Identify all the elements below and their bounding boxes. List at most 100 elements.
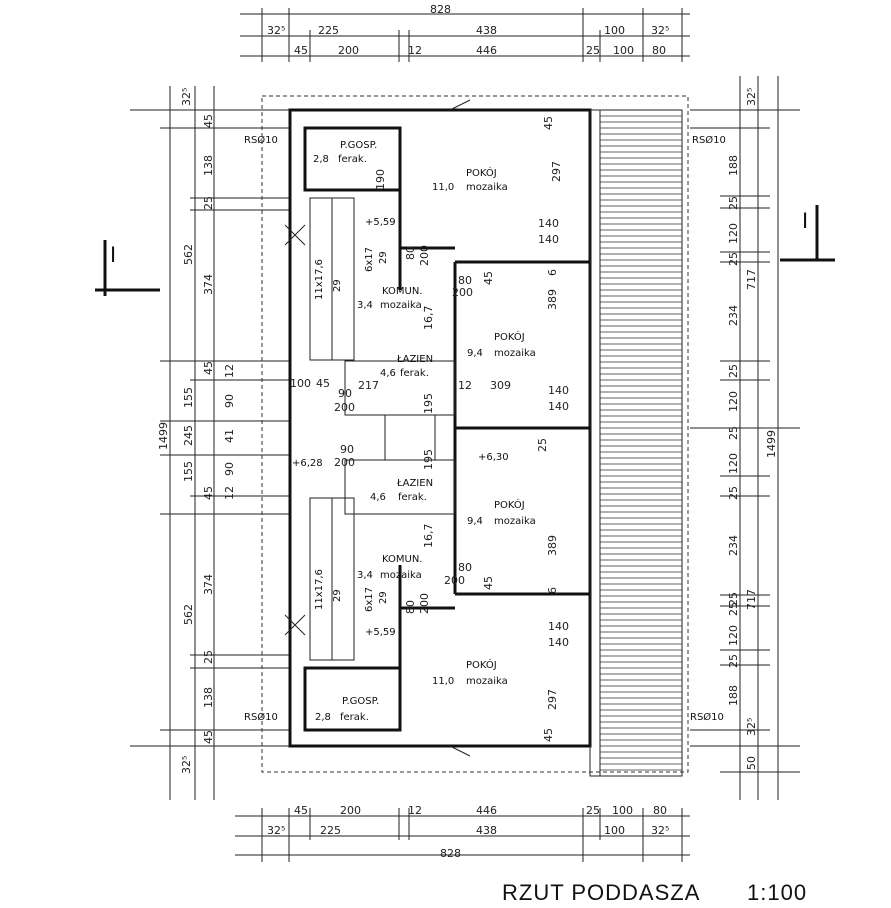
room-name: P.GOSP.	[342, 696, 379, 707]
room-name: ŁAZIEN	[396, 354, 433, 365]
top-dim: 100	[613, 44, 634, 57]
room-area: 11,0	[432, 676, 454, 687]
stair-label: 29	[332, 279, 343, 292]
right-dim: 188	[727, 685, 740, 706]
bottom-dim: 32⁵	[651, 824, 669, 837]
top-dim: 200	[338, 44, 359, 57]
drawing-scale: 1:100	[747, 880, 807, 905]
chimney-label: RSØ10	[692, 134, 726, 146]
left-dim: 155	[182, 387, 195, 408]
left-dim: 45	[202, 361, 215, 375]
right-dim: 25	[727, 592, 740, 606]
level-mark: +6,28	[292, 458, 323, 469]
interior-dim: 200	[444, 574, 465, 587]
top-dim: 45	[294, 44, 308, 57]
interior-dim: 200	[334, 401, 355, 414]
bottom-dim: 100	[604, 824, 625, 837]
right-dim: 50	[745, 756, 758, 770]
bottom-dim: 32⁵	[267, 824, 285, 837]
chimney-labels: RSØ10 RSØ10 RSØ10 RSØ10	[244, 134, 726, 723]
bottom-dim: 446	[476, 804, 497, 817]
room-floor: mozaika	[380, 300, 422, 311]
bottom-dim: 80	[653, 804, 667, 817]
left-dim: 45	[202, 730, 215, 744]
room-name: ŁAZIEN	[396, 478, 433, 489]
building-walls	[261, 95, 689, 777]
right-dim: 25	[727, 252, 740, 266]
room-area: 11,0	[432, 182, 454, 193]
bottom-dim: 12	[408, 804, 422, 817]
right-dim: 234	[727, 305, 740, 326]
room-floor: ferak.	[338, 154, 367, 165]
right-dim: 25	[727, 602, 740, 616]
interior-dim: 217	[358, 379, 379, 392]
room-name: POKÓJ	[494, 498, 525, 511]
interior-dim: 6	[546, 269, 559, 276]
level-mark: +5,59	[365, 217, 396, 228]
interior-dim: 200	[418, 593, 431, 614]
right-dim: 188	[727, 155, 740, 176]
top-dim: 32⁵	[267, 24, 285, 37]
interior-dim: 200	[334, 456, 355, 469]
top-dim: 100	[604, 24, 625, 37]
interior-dim: 140	[538, 217, 559, 230]
interior-dim: 389	[546, 289, 559, 310]
room-area: 3,4	[357, 300, 373, 311]
right-dim: 120	[727, 223, 740, 244]
room-store-bottom: P.GOSP. 2,8 ferak.	[315, 696, 379, 723]
left-dim: 12	[223, 364, 236, 378]
right-dim: 717	[745, 589, 758, 610]
stair-labels: 11x17,6 29 6x17 29 11x17,6 29 6x17 29	[314, 247, 389, 612]
interior-dim: 45	[482, 271, 495, 285]
room-area: 2,8	[315, 712, 331, 723]
top-dim: 438	[476, 24, 497, 37]
room-name: POKÓJ	[466, 658, 497, 671]
left-dim: 45	[202, 486, 215, 500]
stair-label: 29	[332, 589, 343, 602]
interior-dim: 80	[458, 561, 472, 574]
left-dim: 245	[182, 425, 195, 446]
room-name: KOMUN.	[382, 286, 423, 297]
room-floor: mozaika	[380, 570, 422, 581]
interior-dim: 200	[452, 286, 473, 299]
left-dim: 32⁵	[180, 756, 193, 774]
top-total-dim: 828	[430, 3, 451, 16]
interior-dim: 140	[548, 620, 569, 633]
room-floor: ferak.	[400, 368, 429, 379]
left-dim: 138	[202, 155, 215, 176]
room-floor: ferak.	[340, 712, 369, 723]
left-dimension-chains: 1499 562 155 245 155 562 32⁵ 45 138 25 3…	[130, 86, 290, 800]
right-dim: 25	[727, 426, 740, 440]
right-dim: 120	[727, 391, 740, 412]
right-dim: 717	[745, 269, 758, 290]
interior-dim: 6	[546, 587, 559, 594]
top-dim: 32⁵	[651, 24, 669, 37]
interior-dim: 140	[548, 636, 569, 649]
right-dim: 25	[727, 196, 740, 210]
bottom-dim: 225	[320, 824, 341, 837]
chimney-label: RSØ10	[244, 711, 278, 723]
interior-dim: 297	[546, 689, 559, 710]
room-pokoj-3: POKÓJ 9,4 mozaika	[467, 498, 536, 527]
right-dim: 234	[727, 535, 740, 556]
interior-dim: 190	[374, 169, 387, 190]
interior-dim: 90	[338, 387, 352, 400]
room-area: 4,6	[370, 492, 386, 503]
interior-dim: 297	[550, 161, 563, 182]
room-komun-top: KOMUN. 3,4 mozaika	[357, 286, 423, 311]
room-pokoj-1: POKÓJ 11,0 mozaika	[432, 166, 508, 193]
interior-dim: 25	[536, 438, 549, 452]
room-name: POKÓJ	[494, 330, 525, 343]
section-mark-left: I	[110, 242, 117, 267]
right-dim: 32⁵	[745, 718, 758, 736]
left-dim: 90	[223, 462, 236, 476]
left-dim: 90	[223, 394, 236, 408]
interior-dim: 12	[458, 379, 472, 392]
section-mark-right: I	[802, 208, 809, 233]
room-floor: mozaika	[466, 676, 508, 687]
interior-dim: 80	[404, 600, 417, 614]
right-dim: 25	[727, 486, 740, 500]
top-dim: 12	[408, 44, 422, 57]
interior-dim: 90	[340, 443, 354, 456]
left-dim: 374	[202, 274, 215, 295]
